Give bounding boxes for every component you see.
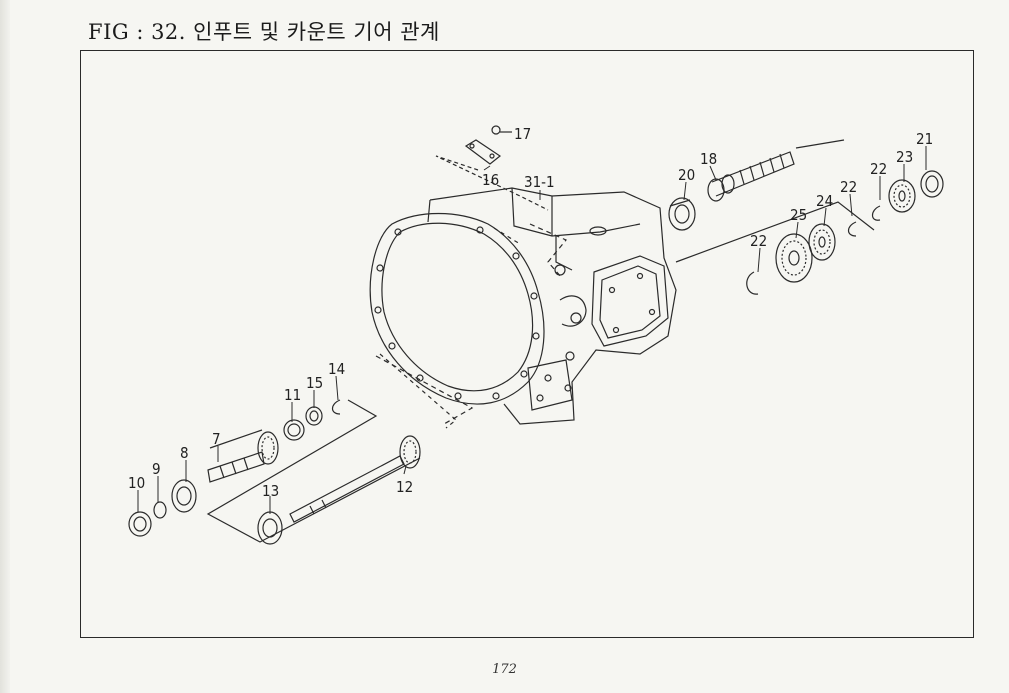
callout-18: 18	[700, 150, 717, 168]
input-shaft-assembly	[128, 353, 474, 545]
callout-15: 15	[306, 374, 323, 392]
callout-12: 12	[396, 478, 413, 496]
callout-23: 23	[896, 148, 913, 166]
figure-title: FIG : 32. 인푸트 및 카운트 기어 관계	[88, 20, 440, 44]
callout-24: 24	[816, 192, 833, 210]
callout-11: 11	[284, 386, 301, 404]
callout-9: 9	[152, 460, 161, 478]
callout-22-c: 22	[750, 232, 767, 250]
callout-14: 14	[328, 360, 345, 378]
callout-16: 16	[482, 171, 499, 189]
callout-labels: 17 16 31-1 20 18 21 23 22 22 24 25 22 14…	[128, 125, 933, 500]
callout-31-1: 31-1	[524, 173, 555, 191]
page-number: 172	[492, 662, 517, 677]
callout-21: 21	[916, 130, 933, 148]
callout-7: 7	[212, 430, 221, 448]
diagram-frame	[80, 50, 974, 638]
callout-leaders	[137, 146, 927, 514]
callout-10: 10	[128, 474, 145, 492]
callout-17: 17	[514, 125, 531, 143]
callout-13: 13	[262, 482, 279, 500]
transmission-case	[369, 187, 677, 425]
bracket-16-bolt-17	[435, 125, 549, 211]
callout-22-a: 22	[870, 160, 887, 178]
callout-20: 20	[678, 166, 695, 184]
callout-25: 25	[790, 206, 807, 224]
page-binding-edge	[0, 0, 10, 693]
callout-8: 8	[180, 444, 189, 462]
countershaft-assembly	[668, 139, 944, 295]
callout-22-b: 22	[840, 178, 857, 196]
